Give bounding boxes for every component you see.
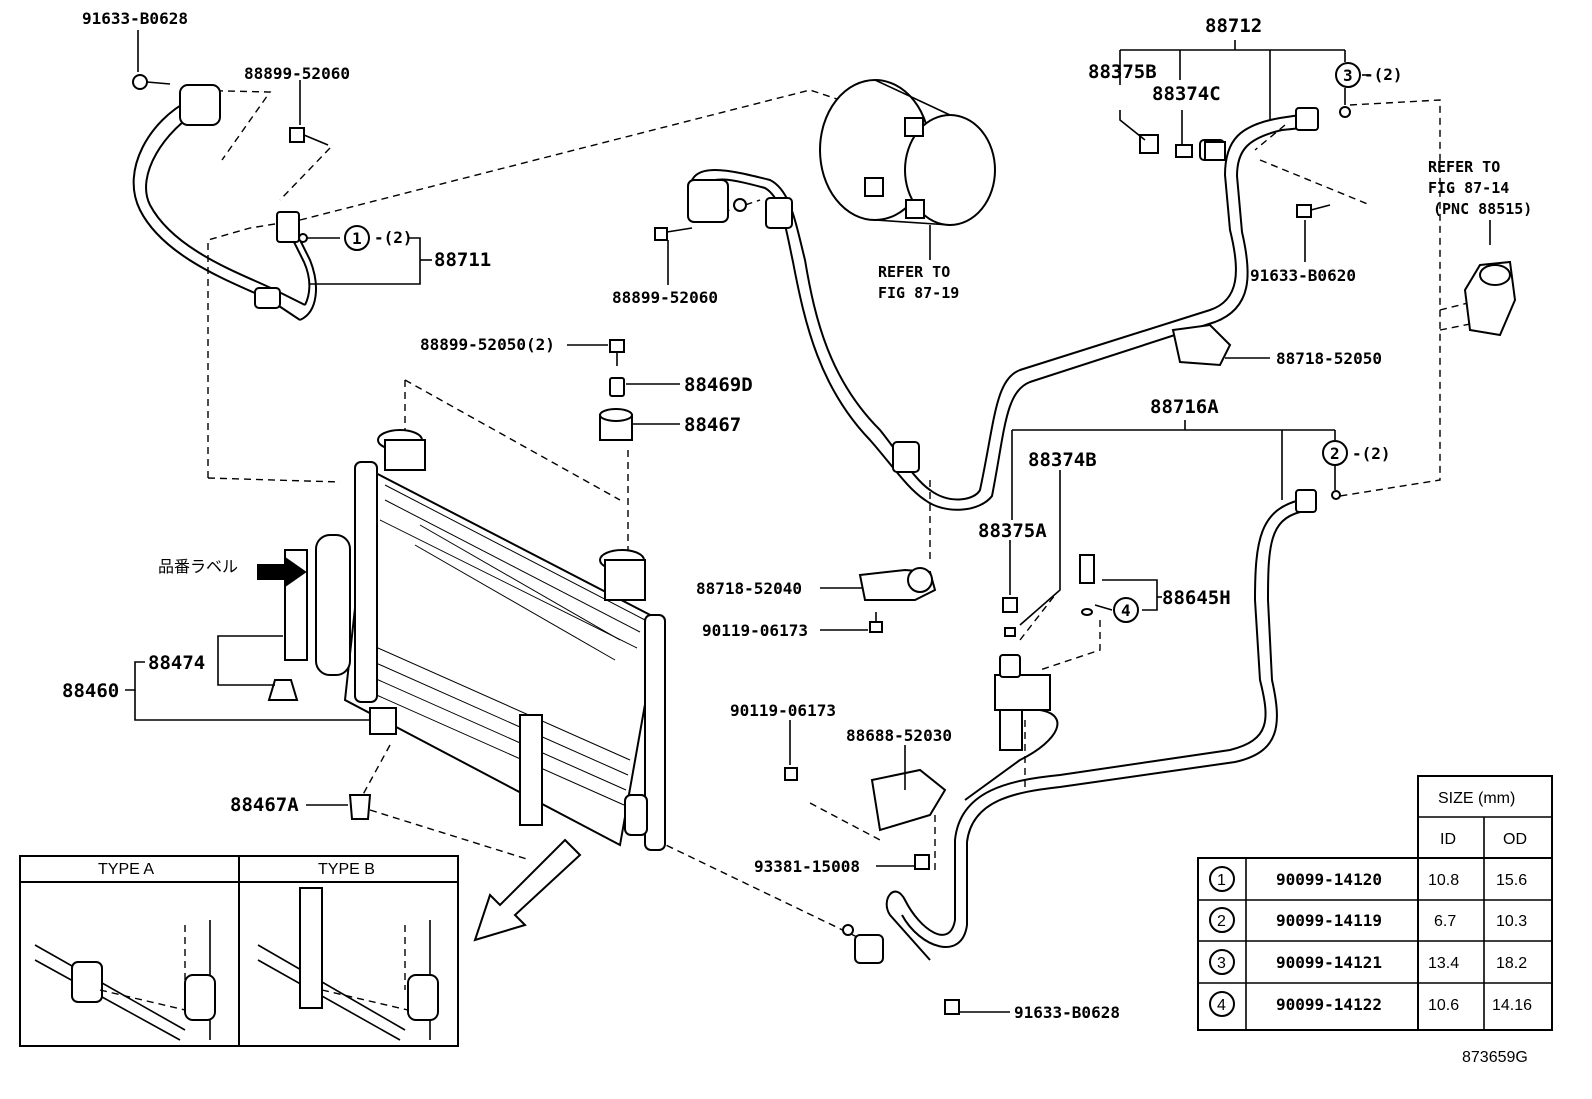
compressor-ref-line1: REFER TO [878,263,950,281]
size-row-mark: 4 [1217,997,1226,1014]
figure-id: 873659G [1462,1049,1528,1066]
liquid-tube-88716A [842,489,1341,964]
condenser-fasteners [267,339,633,820]
callout-90119-06173-b: 90119-06173 [730,701,836,720]
callout-91633-B0628-top: 91633-B0628 [82,9,188,28]
callout-88899-52050: 88899-52050(2) [420,335,555,354]
size-row-id: 10.6 [1428,997,1459,1014]
callout-88467A: 88467A [230,794,299,816]
size-row-mark: 3 [1217,955,1226,972]
callout-88899-52060-top: 88899-52060 [244,64,350,83]
callout-88718-52040: 88718-52040 [696,579,802,598]
size-table-col-id: ID [1440,831,1456,848]
size-row-od: 10.3 [1496,913,1527,930]
callout-93381-15008: 93381-15008 [754,857,860,876]
size-table-header: SIZE (mm) [1438,790,1515,807]
oring-marks: 1 2 3 4 [344,62,1361,623]
size-row-od: 18.2 [1496,955,1527,972]
leader-lines [125,30,1491,1013]
callout-90119-06173-a: 90119-06173 [702,621,808,640]
right-ref-line3: (PNC 88515) [1433,200,1532,218]
type-detail-box: TYPE A TYPE B [19,855,459,1047]
size-row-part: 90099-14120 [1276,870,1382,889]
size-row-part: 90099-14119 [1276,911,1382,930]
size-row-od: 15.6 [1496,872,1527,889]
size-row-id: 10.8 [1428,872,1459,889]
callout-88374C: 88374C [1152,83,1221,105]
size-row-od: 14.16 [1492,997,1532,1014]
size-row-id: 6.7 [1434,913,1456,930]
right-ref-line2: FIG 87-14 [1428,179,1509,197]
discharge-hose-88711 [132,74,329,321]
callout-88718-52050: 88718-52050 [1276,349,1382,368]
callout-88460: 88460 [62,680,119,702]
size-table-col-od: OD [1503,831,1527,848]
callout-88469D: 88469D [684,374,753,396]
size-row-id: 13.4 [1428,955,1459,972]
oring-mark-4: 4 [1121,601,1131,620]
callout-88711: 88711 [434,249,491,271]
type-a-label: TYPE A [98,861,154,878]
compressor [819,79,996,260]
detail-arrow [257,556,582,942]
part-number-label-jp: 品番ラベル [158,557,238,576]
callout-labels: 91633-B0628 88899-52060 -(2) 88711 88899… [62,9,1532,1022]
callout-88688-52030: 88688-52030 [846,726,952,745]
size-row-part: 90099-14122 [1276,995,1382,1014]
callout-88375A: 88375A [978,520,1047,542]
size-row-mark: 1 [1217,872,1226,889]
callout-91633-B0628-bottom: 91633-B0628 [1014,1003,1120,1022]
callout-91633-B0620: 91633-B0620 [1250,266,1356,285]
suction-hose [654,106,1351,511]
small-parts-right [784,134,1517,1015]
oring-mark-2: 2 [1330,444,1340,463]
compressor-ref-line2: FIG 87-19 [878,284,959,302]
callout-88716A: 88716A [1150,396,1219,418]
callout-qty-3: -(2) [1364,65,1403,84]
callout-88474: 88474 [148,652,205,674]
callout-qty-1: -(2) [374,228,413,247]
callout-88899-52060-mid: 88899-52060 [612,288,718,307]
size-table: SIZE (mm) ID OD 1 90099-14120 10.8 15.6 … [1197,775,1553,1031]
callout-88645H: 88645H [1162,587,1231,609]
type-b-label: TYPE B [318,861,375,878]
right-ref-line1: REFER TO [1428,158,1500,176]
callout-88712: 88712 [1205,15,1262,37]
oring-mark-1: 1 [352,229,362,248]
oring-mark-3: 3 [1343,66,1353,85]
size-row-mark: 2 [1217,913,1226,930]
callout-qty-2: -(2) [1352,444,1391,463]
condenser-88460 [284,429,666,851]
callout-88467: 88467 [684,414,741,436]
callout-88374B: 88374B [1028,449,1097,471]
callout-88375B: 88375B [1088,61,1157,83]
size-row-part: 90099-14121 [1276,953,1382,972]
